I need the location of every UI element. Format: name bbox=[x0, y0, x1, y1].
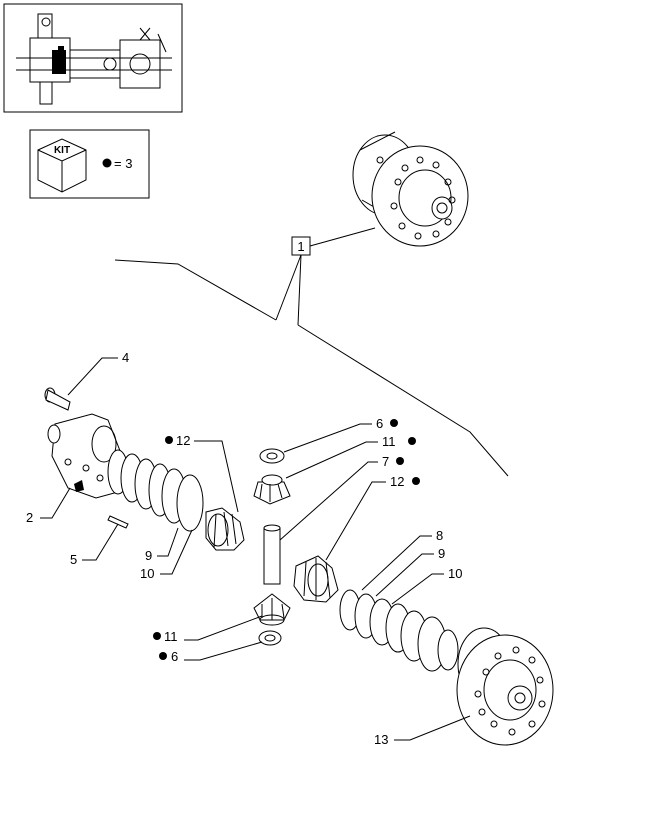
callout-5: 5 bbox=[70, 552, 77, 567]
leader-lines bbox=[40, 357, 471, 741]
kit-bullet-icon bbox=[396, 457, 404, 465]
callout-1: 1 bbox=[275, 227, 376, 326]
callout-7: 7 bbox=[382, 454, 389, 469]
side-gear-right bbox=[293, 555, 339, 603]
callout-10-left: 10 bbox=[140, 566, 154, 581]
callout-6-bottom: 6 bbox=[171, 649, 178, 664]
kit-bullet-icon bbox=[102, 158, 112, 168]
callout-1-label: 1 bbox=[297, 239, 304, 254]
clutch-pack-right bbox=[339, 589, 459, 672]
housing-half-right bbox=[456, 627, 554, 746]
kit-box-icon bbox=[37, 138, 87, 193]
washer-top bbox=[259, 448, 285, 464]
callout-6-top: 6 bbox=[376, 416, 383, 431]
kit-bullet-icon bbox=[159, 652, 167, 660]
kit-bullet-icon bbox=[165, 436, 173, 444]
side-gear-left bbox=[205, 507, 245, 551]
callout-9-right: 9 bbox=[438, 546, 445, 561]
kit-badge-label: KIT bbox=[54, 145, 70, 156]
callout-10-right: 10 bbox=[448, 566, 462, 581]
bolt-part bbox=[44, 387, 71, 411]
callout-11-bottom: 11 bbox=[164, 629, 178, 644]
washer-bottom bbox=[258, 630, 282, 646]
callout-9-left: 9 bbox=[145, 548, 152, 563]
kit-bullet-icon bbox=[153, 632, 161, 640]
kit-legend: KIT = 3 bbox=[29, 129, 150, 199]
pinion-gear-top bbox=[253, 474, 291, 505]
axle-overview-thumbnail bbox=[3, 3, 183, 113]
kit-bullet-icon bbox=[408, 437, 416, 445]
section-lines bbox=[114, 259, 509, 477]
callout-12-right: 12 bbox=[390, 474, 404, 489]
callout-11-top: 11 bbox=[382, 434, 396, 449]
pinion-gear-bottom bbox=[253, 593, 291, 626]
callout-13: 13 bbox=[374, 732, 388, 747]
clutch-pack-left bbox=[107, 449, 204, 532]
pin-part-5 bbox=[107, 515, 129, 529]
kit-bullet-icon bbox=[390, 419, 398, 427]
callout-4: 4 bbox=[122, 350, 129, 365]
assembled-differential-drawing bbox=[352, 131, 469, 247]
callout-12-left: 12 bbox=[176, 433, 190, 448]
kit-equation: = 3 bbox=[114, 156, 132, 171]
callout-2: 2 bbox=[26, 510, 33, 525]
callout-8: 8 bbox=[436, 528, 443, 543]
cross-shaft bbox=[263, 524, 281, 585]
kit-bullet-icon bbox=[412, 477, 420, 485]
